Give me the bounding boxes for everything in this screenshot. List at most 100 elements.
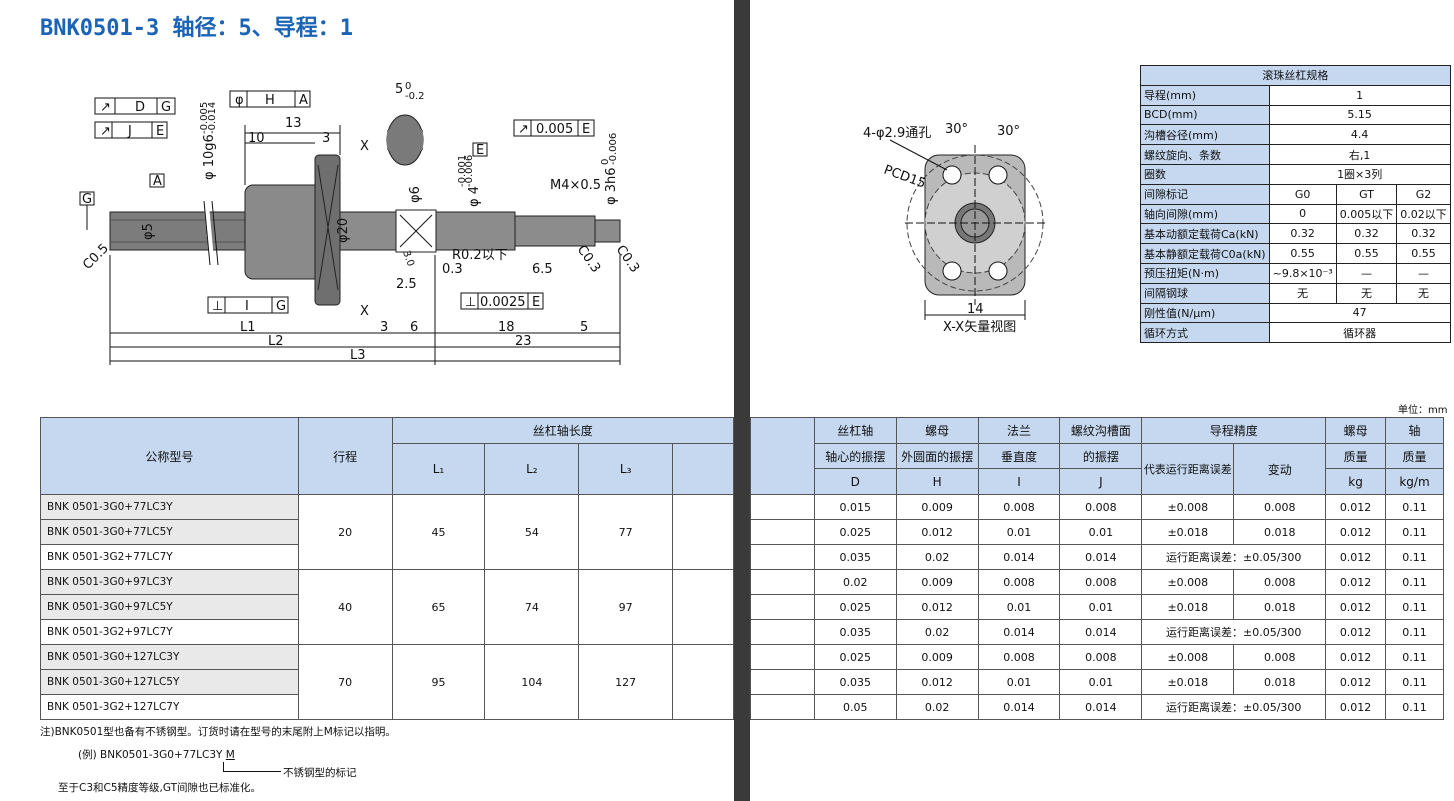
spec-value: 0.55: [1335, 243, 1398, 264]
spec-value: 0.32: [1335, 223, 1398, 245]
datum-E: E: [476, 143, 484, 158]
cell-eb: 0.018: [1233, 594, 1327, 620]
dim-13: 13: [285, 116, 302, 131]
chamfer-C03-a: C0.3: [574, 243, 603, 276]
cell-D: 0.035: [813, 619, 897, 645]
spec-value: 循环器: [1268, 322, 1451, 344]
cell-ea: ±0.008: [1141, 494, 1235, 520]
cell-L1: 45: [391, 494, 486, 570]
spec-value: —: [1335, 262, 1398, 284]
dim-L2: L2: [268, 334, 284, 349]
cell-I: 0.01: [977, 519, 1061, 545]
col-flange-2: 垂直度: [977, 443, 1061, 469]
col-nut-2: 外圆面的振摆: [895, 443, 979, 469]
model-table: 公称型号 行程 丝杠轴长度 L₁ L₂ L₃ BNK 0501-3G0+77LC…: [40, 417, 735, 720]
frame-label-E2: E: [532, 295, 540, 310]
cell-D: 0.02: [813, 569, 897, 595]
cell-D: 0.025: [813, 594, 897, 620]
spec-label: 循环方式: [1140, 322, 1270, 344]
col-flange-3: I: [977, 468, 1061, 495]
dim-30: 3.0: [400, 249, 416, 268]
spec-value: 无: [1268, 282, 1337, 304]
col-lead: 导程精度: [1141, 417, 1327, 444]
dim-L1: L1: [240, 320, 256, 335]
cell-D: 0.025: [813, 519, 897, 545]
dia-4-tol-b: -0.006: [464, 155, 475, 187]
spec-label: 基本动额定载荷Ca(kN): [1140, 223, 1270, 245]
col-mass-3: kg: [1325, 468, 1387, 495]
table-row: BNK 0501-3G0+127LC5Y: [40, 669, 734, 695]
dia-3-tol-a: 0: [600, 159, 611, 165]
spec-label: 间隙标记: [1140, 183, 1270, 205]
cell-empty: [750, 669, 815, 695]
cell-m: 0.012: [1325, 569, 1387, 595]
view-caption: X-X矢量视图: [943, 320, 1016, 335]
cell-J: 0.008: [1059, 494, 1143, 520]
frame-label-A: A: [299, 93, 308, 108]
spec-value: 0.55: [1268, 243, 1337, 264]
cell-k: 0.11: [1385, 669, 1444, 695]
cell-m: 0.012: [1325, 669, 1387, 695]
cell-span: 运行距离误差：±0.05/300: [1141, 694, 1327, 720]
frame-label-J: J: [127, 124, 132, 139]
cell-ea: ±0.018: [1141, 594, 1235, 620]
note-example: (例) BNK0501-3G0+77LC3Y M: [78, 747, 235, 762]
runout-symbol: ↗: [100, 124, 111, 139]
spec-value: 5.15: [1268, 104, 1451, 126]
spec-label: 导程(mm): [1140, 84, 1270, 106]
spec-value: 无: [1335, 282, 1398, 304]
frame-label-I: I: [245, 299, 249, 314]
col-L1: L₁: [391, 443, 486, 495]
spec-label: 螺纹旋向、条数: [1140, 144, 1270, 165]
cell-J: 0.014: [1059, 694, 1143, 720]
cell-H: 0.012: [895, 594, 979, 620]
page-title: BNK0501-3 轴径：5、导程：1: [40, 16, 353, 41]
col-nut-3: H: [895, 468, 979, 495]
cell-J: 0.008: [1059, 644, 1143, 670]
dim-5b: 5: [580, 320, 588, 335]
note-stainless: 不锈钢型的标记: [283, 767, 357, 779]
col-lead-a: 代表运行距离误差: [1141, 443, 1235, 495]
cell-D: 0.015: [813, 494, 897, 520]
cell-stroke: 70: [297, 644, 393, 720]
dim-18: 18: [498, 320, 515, 335]
col-L2: L₂: [484, 443, 580, 495]
spec-label: BCD(mm): [1140, 104, 1270, 126]
note-example-mark: M: [225, 749, 235, 761]
dim-10: 10: [248, 131, 265, 146]
model-cell: BNK 0501-3G0+97LC3Y: [40, 569, 299, 595]
key-tol-a: 0: [405, 81, 411, 92]
cell-k: 0.11: [1385, 594, 1444, 620]
spec-label: 间隔钢球: [1140, 282, 1270, 304]
end-view-drawing: 4-φ2.9通孔 30° 30° PCD15 14 X-X矢量视图: [863, 122, 1045, 335]
frame-label-G: G: [161, 100, 171, 115]
dim-3b: 3: [380, 320, 388, 335]
dia-10-tol-b: -0.014: [207, 102, 218, 134]
frame-label-H: H: [265, 93, 275, 108]
cell-H: 0.009: [895, 644, 979, 670]
frame-label-E: E: [156, 124, 164, 139]
cell-k: 0.11: [1385, 569, 1444, 595]
datum-G: G: [82, 192, 92, 207]
cell-ea: ±0.018: [1141, 669, 1235, 695]
col-flange: 法兰: [977, 417, 1061, 444]
col-shaft: 丝杠轴: [813, 417, 897, 444]
cell-eb: 0.018: [1233, 519, 1327, 545]
dia-3h6: φ 3h6: [604, 168, 619, 206]
col-mass: 螺母: [1325, 417, 1387, 444]
cell-m: 0.012: [1325, 619, 1387, 645]
spec-value: 0: [1268, 203, 1337, 225]
col-groove: 螺纹沟槽面: [1059, 417, 1143, 444]
cell-span: 运行距离误差：±0.05/300: [1141, 544, 1327, 570]
spec-value: 0.005以下: [1335, 203, 1398, 225]
cell-eb: 0.018: [1233, 669, 1327, 695]
